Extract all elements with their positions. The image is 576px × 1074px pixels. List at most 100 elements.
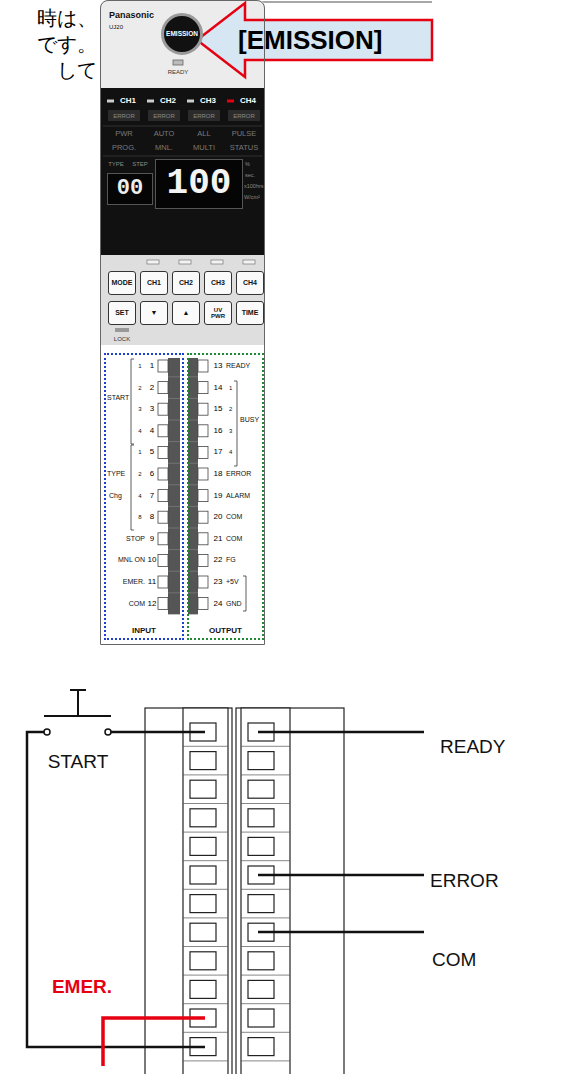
channel-indicator bbox=[147, 100, 154, 103]
wire bbox=[258, 874, 424, 877]
node-text: OUTPUT bbox=[209, 627, 242, 635]
pin-number: 1 bbox=[150, 362, 154, 371]
panel-label: BUSY bbox=[240, 416, 259, 424]
wire-label: EMER. bbox=[52, 977, 112, 998]
error-indicator bbox=[148, 110, 180, 121]
brand-name: Panasonic bbox=[109, 11, 154, 20]
bracket bbox=[131, 359, 134, 444]
terminal-slot bbox=[198, 554, 208, 566]
pin-number: 13 bbox=[214, 362, 223, 371]
pin-number: 2 bbox=[150, 383, 154, 392]
panel-label: 4 bbox=[229, 449, 232, 456]
key-button: ▼ bbox=[140, 301, 168, 325]
pin-number: 5 bbox=[150, 448, 154, 457]
switch-contact bbox=[105, 729, 111, 735]
display-window: 100 bbox=[155, 159, 243, 209]
panel-label: ALARM bbox=[226, 492, 250, 500]
switch-contact bbox=[44, 729, 50, 735]
strip-rib bbox=[188, 549, 198, 550]
wire bbox=[111, 731, 205, 734]
note-text: です。 bbox=[37, 33, 97, 55]
terminal-slot bbox=[190, 780, 216, 798]
channel-indicator bbox=[187, 100, 194, 103]
pin-number: 23 bbox=[214, 578, 223, 587]
strip-rib bbox=[188, 484, 198, 485]
strip-rib bbox=[168, 506, 180, 507]
strip-rib bbox=[188, 441, 198, 442]
terminal-slot bbox=[158, 446, 168, 458]
strip-rib bbox=[241, 746, 290, 747]
key-button: CH1 bbox=[140, 271, 168, 295]
terminal-slot bbox=[248, 809, 274, 827]
pin-number: 15 bbox=[214, 405, 223, 414]
panel-label: EMER. bbox=[123, 578, 145, 586]
pin-number: 3 bbox=[150, 405, 154, 414]
terminal-slot bbox=[248, 980, 274, 998]
node-text: UV PWR bbox=[211, 307, 225, 320]
panel-label: 1 bbox=[229, 384, 232, 391]
panel-label: PROG. bbox=[112, 144, 136, 152]
note-text: 時は、 bbox=[37, 7, 97, 29]
panel-label: 1 bbox=[138, 449, 141, 456]
terminal-slot bbox=[248, 780, 274, 798]
pin-number: 11 bbox=[148, 578, 156, 587]
display-window: 00 bbox=[107, 173, 153, 205]
node-text: ▼ bbox=[151, 309, 158, 316]
strip-rib bbox=[183, 975, 228, 976]
panel-label: TYPE bbox=[107, 470, 125, 478]
terminal-slot bbox=[190, 809, 216, 827]
node-text: CH1 bbox=[147, 279, 161, 286]
strip-rib bbox=[168, 571, 180, 572]
panel-label: ERROR bbox=[226, 470, 251, 478]
terminal-panel bbox=[100, 345, 265, 645]
panel-label: PULSE bbox=[232, 130, 257, 138]
terminal-block-frame bbox=[241, 708, 290, 1074]
panel-label: 4 bbox=[138, 492, 141, 499]
node-text: INPUT bbox=[132, 627, 156, 635]
panel-label: COM bbox=[129, 600, 145, 608]
panel-label: 1 bbox=[138, 363, 141, 370]
terminal-slot bbox=[190, 980, 216, 998]
strip-rib bbox=[183, 746, 228, 747]
terminal-strip bbox=[168, 358, 180, 614]
strip-rib bbox=[183, 917, 228, 918]
wire bbox=[258, 731, 424, 734]
strip-rib bbox=[168, 592, 180, 593]
terminal-slot bbox=[190, 923, 216, 941]
pin-number: 8 bbox=[150, 513, 154, 522]
key-button: UV PWR bbox=[204, 301, 232, 325]
strip-rib bbox=[168, 398, 180, 399]
panel-label: ALL bbox=[197, 130, 210, 138]
terminal-slot bbox=[158, 576, 168, 588]
terminal-slot bbox=[190, 752, 216, 770]
panel-label: STATUS bbox=[230, 144, 258, 152]
terminal-slot bbox=[198, 490, 208, 502]
pin-number: 10 bbox=[148, 556, 157, 565]
terminal-slot bbox=[198, 360, 208, 372]
panel-label: START bbox=[107, 395, 129, 403]
node-text: CH3 bbox=[211, 279, 225, 286]
terminal-slot bbox=[248, 1009, 274, 1027]
strip-rib bbox=[183, 832, 228, 833]
terminal-slot bbox=[198, 403, 208, 415]
switch-knob bbox=[70, 689, 86, 691]
strip-rib bbox=[168, 549, 180, 550]
panel-label: 3 bbox=[229, 428, 232, 435]
lock-mark bbox=[115, 328, 129, 332]
strip-rib bbox=[168, 484, 180, 485]
strip-rib bbox=[188, 376, 198, 377]
panel-label: COM bbox=[226, 535, 242, 543]
panel-label: 3 bbox=[138, 406, 141, 413]
strip-rib bbox=[183, 1032, 228, 1033]
channel-led bbox=[179, 260, 191, 264]
wire-label: COM bbox=[432, 950, 476, 971]
terminal-slot bbox=[248, 952, 274, 970]
strip-rib bbox=[168, 420, 180, 421]
channel-led bbox=[243, 260, 255, 264]
terminal-slot bbox=[198, 425, 208, 437]
channel-led bbox=[211, 260, 223, 264]
panel-label: COM bbox=[226, 513, 242, 521]
panel-label: STEP bbox=[132, 161, 148, 168]
panel-label: FG bbox=[226, 557, 236, 565]
